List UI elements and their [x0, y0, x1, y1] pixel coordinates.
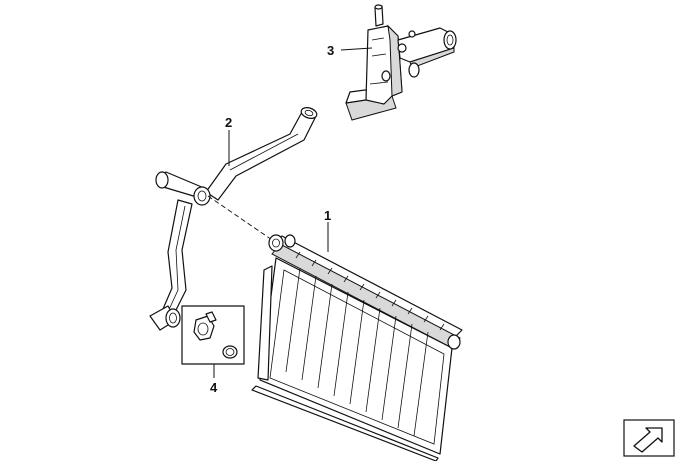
water-valve-part[interactable]: [345, 4, 457, 121]
alignment-line: [207, 195, 279, 245]
clamp-and-seal-kit[interactable]: [181, 305, 245, 365]
callout-2-label: 2: [225, 115, 232, 130]
arrow-forward-icon[interactable]: [623, 419, 675, 457]
callout-2: 2: [225, 115, 232, 166]
callout-1: 1: [324, 208, 331, 252]
callout-4-label: 4: [210, 380, 218, 395]
callout-3: 3: [327, 43, 373, 58]
heater-pipe-part[interactable]: [149, 106, 318, 331]
callout-1-label: 1: [324, 208, 331, 223]
callout-4: 4: [210, 364, 218, 395]
heater-core-part[interactable]: [251, 234, 463, 461]
callout-3-label: 3: [327, 43, 334, 58]
